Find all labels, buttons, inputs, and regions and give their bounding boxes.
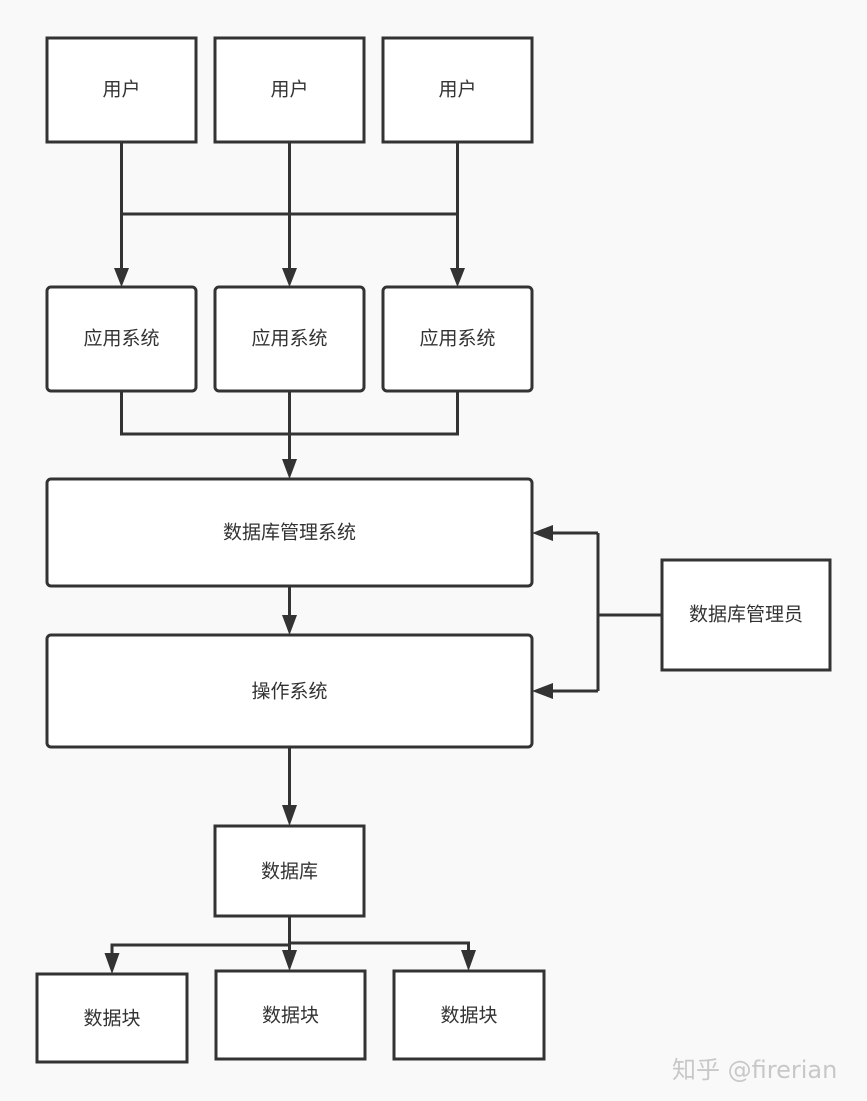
data-block-label: 数据块 [440,1005,497,1027]
dba-box: 数据库管理员 [660,558,832,672]
app-system-label: 应用系统 [419,328,495,350]
user-box: 用户 [381,36,534,144]
dba-label: 数据库管理员 [689,604,803,626]
database-box: 数据库 [213,824,366,918]
data-block-box: 数据块 [214,969,367,1061]
app-system-box: 应用系统 [45,285,198,393]
os-label: 操作系统 [251,681,327,703]
app-system-label: 应用系统 [83,328,159,350]
dbms-os-connector [282,586,297,635]
user-box: 用户 [45,36,198,144]
dbms-box: 数据库管理系统 [45,477,534,588]
app-system-box: 应用系统 [213,285,366,393]
database-blocks-connector [104,916,476,974]
os-box: 操作系统 [45,633,534,749]
user-label: 用户 [270,79,308,101]
data-block-label: 数据块 [262,1005,319,1027]
dbms-label: 数据库管理系统 [223,522,356,544]
user-app-connector [114,142,465,287]
app-dbms-connector [120,391,459,479]
app-system-label: 应用系统 [251,328,327,350]
user-label: 用户 [102,79,140,101]
os-database-connector [282,747,297,826]
data-block-box: 数据块 [35,972,189,1064]
watermark: 知乎 @firerian [672,1056,838,1084]
user-label: 用户 [438,79,476,101]
app-system-box: 应用系统 [381,285,534,393]
data-block-box: 数据块 [392,969,546,1061]
user-box: 用户 [213,36,366,144]
dba-connector [532,525,662,699]
data-block-label: 数据块 [83,1008,140,1030]
database-label: 数据库 [261,861,318,883]
